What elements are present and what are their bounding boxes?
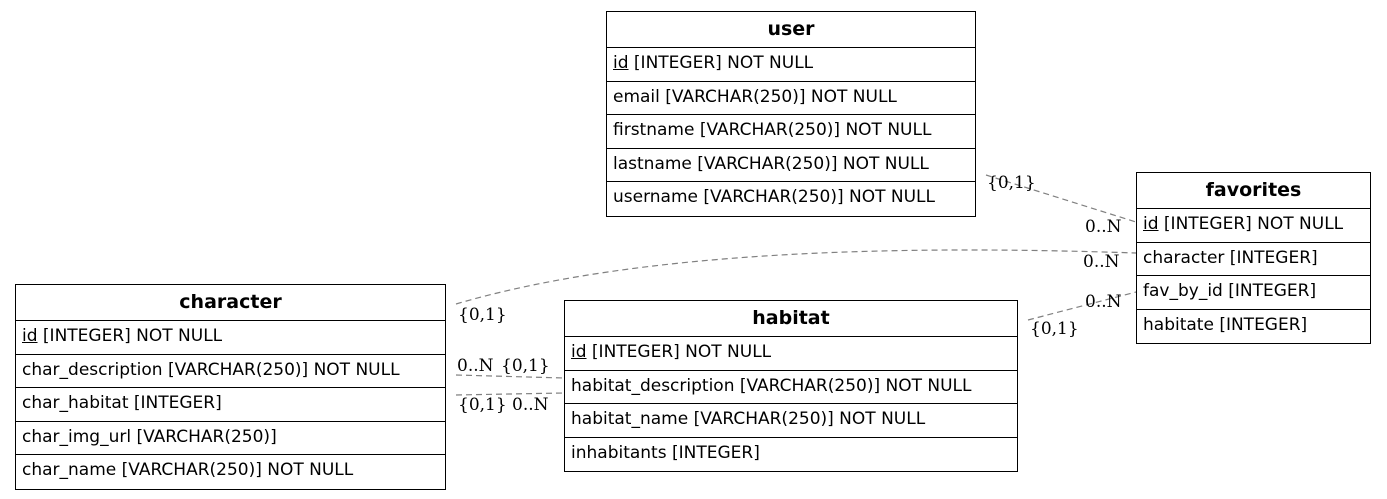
table-user[interactable]: user id [INTEGER] NOT NULL email [VARCHA… bbox=[606, 11, 976, 217]
card-char-fav-one: {0,1} bbox=[458, 305, 507, 325]
card-char-hab-many-b: 0..N bbox=[512, 395, 549, 415]
column-row: habitate [INTEGER] bbox=[1143, 314, 1308, 335]
edge-habitat-favorites bbox=[1027, 291, 1137, 321]
column-row-id: id [INTEGER] NOT NULL bbox=[607, 48, 975, 82]
column-type: [INTEGER] NOT NULL bbox=[586, 342, 772, 362]
card-user-fav-one: {0,1} bbox=[987, 173, 1036, 193]
column-row: char_habitat [INTEGER] bbox=[16, 388, 445, 422]
card-char-hab-one-b: {0,1} bbox=[458, 395, 507, 415]
card-user-fav-many: 0..N bbox=[1085, 217, 1122, 237]
column-type: [INTEGER] NOT NULL bbox=[1158, 214, 1344, 234]
card-hab-fav-many: 0..N bbox=[1085, 292, 1122, 312]
table-title: habitat bbox=[565, 301, 1017, 337]
column-row: inhabitants [INTEGER] bbox=[571, 442, 760, 463]
column-row: fav_by_id [INTEGER] bbox=[1137, 276, 1370, 310]
edge-character-habitat-b bbox=[455, 392, 565, 396]
column-row: habitat_name [VARCHAR(250)] NOT NULL bbox=[565, 404, 1017, 438]
card-char-hab-one-a: {0,1} bbox=[501, 356, 550, 376]
primary-key: id bbox=[613, 53, 629, 73]
primary-key: id bbox=[22, 326, 38, 346]
primary-key: id bbox=[571, 342, 587, 362]
table-character[interactable]: character id [INTEGER] NOT NULL char_des… bbox=[15, 284, 446, 490]
column-row: habitat_description [VARCHAR(250)] NOT N… bbox=[565, 371, 1017, 405]
primary-key: id bbox=[1143, 214, 1159, 234]
column-row-id: id [INTEGER] NOT NULL bbox=[1137, 209, 1370, 243]
table-favorites[interactable]: favorites id [INTEGER] NOT NULL characte… bbox=[1136, 172, 1371, 345]
card-hab-fav-one: {0,1} bbox=[1030, 319, 1079, 339]
edge-user-favorites bbox=[985, 174, 1137, 223]
column-row: username [VARCHAR(250)] NOT NULL bbox=[613, 187, 935, 208]
column-row: char_img_url [VARCHAR(250)] bbox=[16, 422, 445, 456]
column-row: char_description [VARCHAR(250)] NOT NULL bbox=[16, 355, 445, 389]
card-char-hab-many-a: 0..N bbox=[457, 356, 494, 376]
column-row: lastname [VARCHAR(250)] NOT NULL bbox=[607, 149, 975, 183]
card-char-fav-many: 0..N bbox=[1083, 252, 1120, 272]
table-habitat[interactable]: habitat id [INTEGER] NOT NULL habitat_de… bbox=[564, 300, 1018, 473]
column-row: character [INTEGER] bbox=[1137, 243, 1370, 277]
column-row: email [VARCHAR(250)] NOT NULL bbox=[607, 82, 975, 116]
table-title: character bbox=[16, 285, 445, 321]
column-type: [INTEGER] NOT NULL bbox=[628, 53, 814, 73]
edge-character-favorites bbox=[455, 249, 1137, 305]
table-title: favorites bbox=[1137, 173, 1370, 209]
column-row: char_name [VARCHAR(250)] NOT NULL bbox=[22, 460, 354, 481]
column-row-id: id [INTEGER] NOT NULL bbox=[16, 321, 445, 355]
column-type: [INTEGER] NOT NULL bbox=[37, 326, 223, 346]
table-title: user bbox=[607, 12, 975, 48]
column-row: firstname [VARCHAR(250)] NOT NULL bbox=[607, 115, 975, 149]
column-row-id: id [INTEGER] NOT NULL bbox=[565, 337, 1017, 371]
edge-character-habitat-a bbox=[455, 374, 565, 379]
